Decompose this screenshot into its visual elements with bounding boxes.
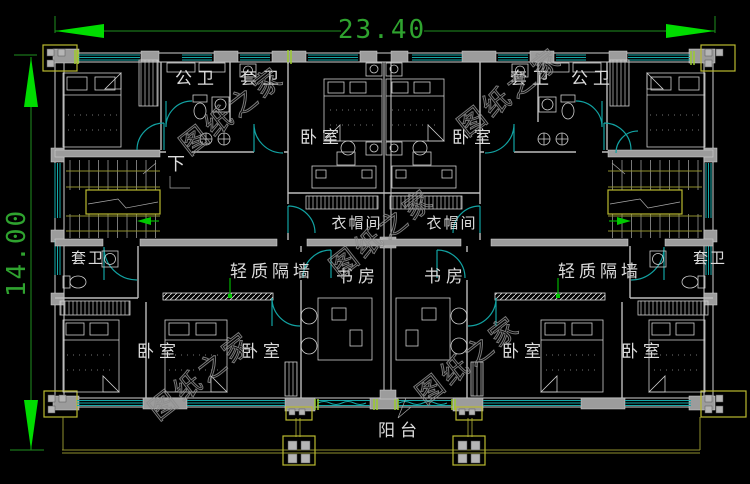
bathroom-fixtures	[62, 62, 706, 289]
wall-tick-marks	[74, 50, 695, 410]
room-label-bedroom-b3: 卧室	[502, 342, 546, 362]
wardrobe	[305, 195, 379, 210]
doors	[103, 100, 665, 327]
windows	[54, 54, 712, 406]
wardrobe	[470, 361, 484, 397]
room-label-taowei-top-left: 套卫	[240, 69, 284, 89]
partition-label-right: 轻质隔墙	[558, 262, 642, 282]
wardrobe	[609, 59, 630, 107]
bed	[385, 62, 445, 156]
partition-label-left: 轻质隔墙	[230, 262, 314, 282]
balcony	[62, 397, 701, 466]
wardrobe	[59, 300, 131, 316]
room-label-balcony: 阳台	[378, 421, 422, 441]
bed	[323, 62, 383, 156]
bed	[646, 72, 706, 148]
lightweight-partition-right	[494, 292, 606, 301]
wardrobe	[138, 59, 159, 107]
bed	[648, 319, 706, 393]
room-label-taowei-top-right: 套卫	[510, 69, 554, 89]
stairs-left	[66, 160, 161, 238]
room-label-bedroom-b1: 卧室	[137, 342, 181, 362]
room-label-bedroom-b2: 卧室	[241, 342, 285, 362]
study-desk	[300, 297, 373, 361]
stairs-right	[607, 160, 702, 238]
corner-column-boxes	[42, 44, 747, 418]
bed	[62, 319, 120, 393]
desk	[391, 140, 457, 189]
desk	[311, 140, 377, 189]
room-label-cloakroom-right: 衣帽间	[426, 214, 477, 232]
study-desk	[395, 297, 468, 361]
dimension-height-label: 14.00	[2, 209, 32, 297]
furniture	[59, 59, 709, 397]
wardrobe	[284, 361, 298, 397]
bed	[164, 319, 228, 393]
room-label-gongwei-right: 公卫	[571, 69, 615, 89]
room-label-gongwei-left: 公卫	[175, 69, 219, 89]
wardrobe	[637, 300, 709, 316]
room-label-bedroom-top-left: 卧室	[300, 128, 344, 148]
room-label-bedroom-b4: 卧室	[621, 342, 665, 362]
room-label-study-left: 书房	[336, 267, 380, 287]
bed	[62, 72, 122, 148]
dimension-left: 14.00	[2, 54, 44, 451]
room-labels: 公卫 套卫 套卫 公卫 卧室 卧室 下 衣帽间 衣帽间 轻质隔墙 书房 书房 轻…	[71, 69, 727, 441]
room-label-taowei-bottom-right: 套卫	[693, 249, 727, 267]
dimension-top: 23.40	[54, 15, 716, 45]
room-label-study-right: 书房	[424, 267, 468, 287]
bed	[540, 319, 604, 393]
room-label-cloakroom-left: 衣帽间	[331, 214, 382, 232]
lightweight-partition-left	[162, 292, 274, 301]
wardrobe	[389, 195, 463, 210]
interior-walls	[54, 62, 714, 400]
room-label-bedroom-top-right: 卧室	[452, 128, 496, 148]
room-label-taowei-bottom-left: 套卫	[71, 249, 105, 267]
dimension-width-label: 23.40	[338, 15, 426, 45]
stair-down-label: 下	[167, 154, 185, 175]
